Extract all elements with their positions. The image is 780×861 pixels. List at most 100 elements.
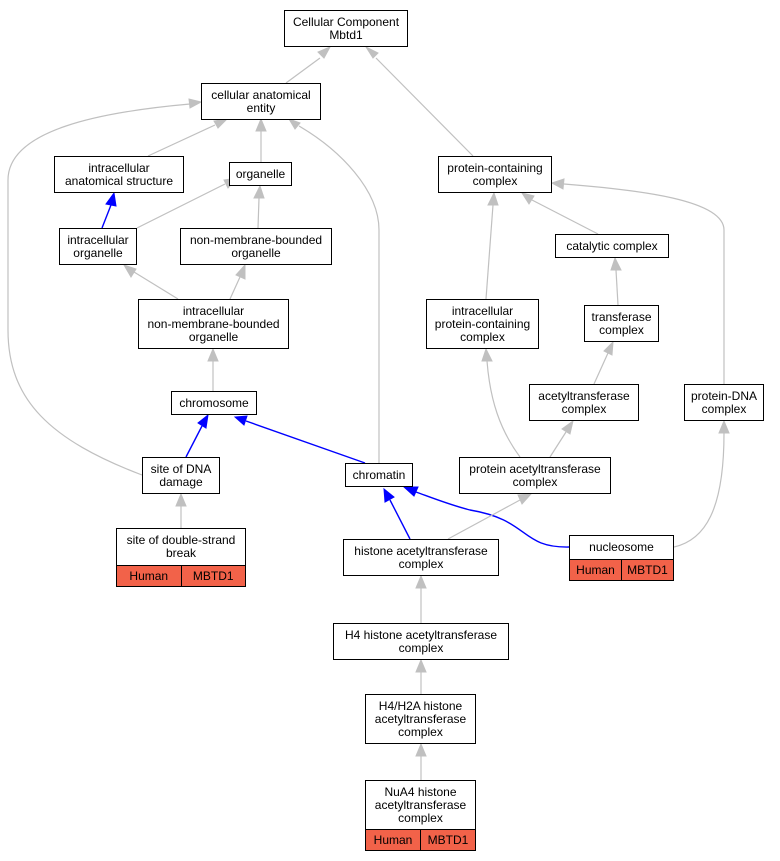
edge-nucleosome-to-pdna xyxy=(673,419,730,548)
edge-line xyxy=(531,199,599,235)
edge-arrowhead xyxy=(520,192,535,205)
node-catalytic-complex[interactable]: catalytic complex xyxy=(555,234,669,258)
edge-arrowhead xyxy=(235,263,246,280)
node-intracellular-anatomical-structure[interactable]: intracellular anatomical structure xyxy=(54,156,184,193)
node-organelle[interactable]: organelle xyxy=(229,162,292,186)
edge-inmbo-to-nmbo xyxy=(229,263,246,300)
annotation-row: Human MBTD1 xyxy=(366,829,475,850)
node-label: non-membrane-bounded organelle xyxy=(189,232,323,260)
edge-nua4-to-h4h2a xyxy=(415,742,427,780)
node-label: site of double-strand break xyxy=(126,533,236,560)
annotation-gene: MBTD1 xyxy=(180,566,246,586)
edge-arrowhead xyxy=(287,118,301,130)
edge-hac-to-pac xyxy=(447,493,533,540)
edge-pac-to-ipcc xyxy=(481,347,521,458)
edge-line xyxy=(257,197,260,229)
edge-pac-to-acetyl xyxy=(549,419,574,458)
node-histone-acetyltransferase-complex[interactable]: histone acetyltransferase complex xyxy=(343,539,499,576)
annotation-row: Human MBTD1 xyxy=(570,559,673,580)
node-non-membrane-bounded-organelle[interactable]: non-membrane-bounded organelle xyxy=(180,228,332,265)
edge-arrowhead xyxy=(197,413,209,429)
edge-sdd-to-chromosome xyxy=(185,413,209,458)
node-intracellular-organelle[interactable]: intracellular organelle xyxy=(59,228,137,265)
node-cellular-component[interactable]: Cellular Component Mbtd1 xyxy=(284,10,408,47)
node-label: intracellular anatomical structure xyxy=(64,160,174,188)
node-nucleosome[interactable]: nucleosome Human MBTD1 xyxy=(569,535,674,581)
edge-line xyxy=(185,425,203,458)
annotation-gene: MBTD1 xyxy=(621,560,673,580)
edge-acetyl-to-transferase xyxy=(593,340,614,385)
node-label: intracellular organelle xyxy=(67,232,129,260)
node-protein-dna-complex[interactable]: protein-DNA complex xyxy=(684,384,764,421)
edge-arrowhead xyxy=(561,419,574,435)
edge-line xyxy=(245,420,366,464)
edge-cae-to-cc xyxy=(285,45,332,84)
node-intracellular-protein-containing-complex[interactable]: intracellular protein-containing complex xyxy=(426,299,539,349)
edge-line xyxy=(615,269,619,306)
node-chromatin[interactable]: chromatin xyxy=(345,463,413,487)
node-site-of-dna-damage[interactable]: site of DNA damage xyxy=(142,457,220,494)
annotation-species: Human xyxy=(129,568,169,583)
edge-arrowhead xyxy=(317,45,332,59)
node-cellular-anatomical-entity[interactable]: cellular anatomical entity xyxy=(201,83,321,120)
edge-ias-to-cae xyxy=(147,118,229,157)
node-protein-containing-complex[interactable]: protein-containing complex xyxy=(438,156,552,193)
edge-sdd-to-cae xyxy=(7,98,203,476)
node-label: protein-DNA complex xyxy=(690,388,758,416)
edge-sdsb-to-sdd xyxy=(175,492,187,528)
edge-line xyxy=(285,57,321,84)
edge-line xyxy=(485,204,494,300)
node-label: acetyltransferase complex xyxy=(538,388,630,416)
edge-chromatin-to-chromosome xyxy=(233,415,366,464)
edge-line xyxy=(147,124,216,157)
annotation-species: Human xyxy=(373,832,413,847)
node-label: nucleosome xyxy=(589,540,654,554)
edge-arrowhead xyxy=(253,184,265,199)
node-chromosome[interactable]: chromosome xyxy=(171,391,257,415)
annotation-species: Human xyxy=(576,562,615,577)
edge-organelle-to-cae xyxy=(255,117,267,162)
edge-arrowhead xyxy=(415,658,427,673)
edge-h4h2a-to-h4hac xyxy=(415,658,427,694)
node-label: chromatin xyxy=(352,467,406,482)
edge-arrowhead xyxy=(610,256,622,271)
node-h4-h2a-histone-acetyltransferase-complex[interactable]: H4/H2A histone acetyltransferase complex xyxy=(365,694,476,744)
node-label: chromosome xyxy=(179,395,249,410)
edge-arrowhead xyxy=(175,492,187,507)
node-label: H4 histone acetyltransferase complex xyxy=(344,627,498,655)
node-site-of-double-strand-break[interactable]: site of double-strand break Human MBTD1 xyxy=(116,528,246,587)
edge-chromosome-to-inmbo xyxy=(207,347,219,391)
node-protein-acetyltransferase-complex[interactable]: protein acetyltransferase complex xyxy=(459,457,611,494)
edge-line xyxy=(549,431,567,458)
node-h4-histone-acetyltransferase-complex[interactable]: H4 histone acetyltransferase complex xyxy=(333,623,509,660)
edge-arrowhead xyxy=(487,191,499,206)
edge-arrowhead xyxy=(481,347,493,362)
node-label: NuA4 histone acetyltransferase complex xyxy=(374,784,467,825)
node-label: catalytic complex xyxy=(566,238,658,253)
node-label: H4/H2A histone acetyltransferase complex xyxy=(374,698,467,739)
edge-line xyxy=(673,432,725,548)
node-label: histone acetyltransferase complex xyxy=(354,543,488,571)
node-transferase-complex[interactable]: transferase complex xyxy=(584,305,659,342)
edge-nmbo-to-organelle xyxy=(253,184,265,229)
edge-arrowhead xyxy=(105,191,117,207)
edge-arrowhead xyxy=(383,487,395,503)
edge-arrowhead xyxy=(603,340,614,356)
node-label: Cellular Component Mbtd1 xyxy=(292,14,400,42)
node-label: protein acetyltransferase complex xyxy=(469,461,601,489)
node-intracellular-non-membrane-bounded-organelle[interactable]: intracellular non-membrane-bounded organ… xyxy=(138,299,289,349)
node-label: intracellular protein-containing complex xyxy=(434,303,531,344)
edge-line xyxy=(229,276,241,300)
edge-pdna-to-pcc xyxy=(550,178,725,384)
node-nua4-histone-acetyltransferase-complex[interactable]: NuA4 histone acetyltransferase complex H… xyxy=(365,780,476,851)
node-acetyltransferase-complex[interactable]: acetyltransferase complex xyxy=(529,384,639,421)
edge-line xyxy=(133,271,179,300)
node-label: cellular anatomical entity xyxy=(211,87,311,115)
node-label: protein-containing complex xyxy=(447,160,543,188)
edge-io-to-ias xyxy=(101,191,117,229)
edge-line xyxy=(389,499,411,540)
edge-arrowhead xyxy=(415,574,427,589)
edge-nucleosome-to-chromatin xyxy=(402,486,570,548)
edge-line xyxy=(101,204,112,229)
